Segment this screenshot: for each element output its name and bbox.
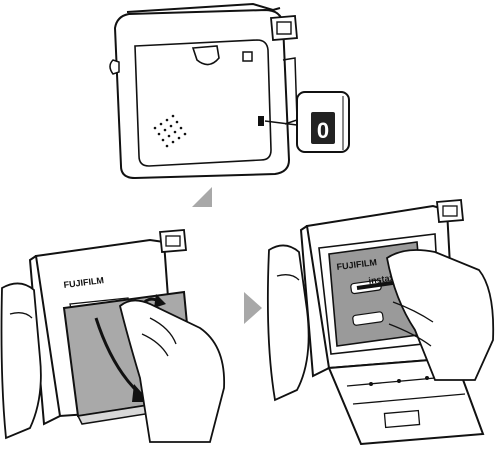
- film-counter-display: [311, 112, 335, 144]
- camera-back-panel: 0: [105, 0, 365, 185]
- insert-film-pack-panel: FUJIFILM instax: [265, 190, 495, 446]
- brand-label-right: FUJIFILM: [336, 257, 377, 272]
- film-counter-digit: 0: [317, 118, 329, 143]
- straight-arrow-icon: [356, 280, 400, 290]
- camera-back-illustration: 0: [109, 2, 350, 180]
- insert-film-illustration: FUJIFILM instax: [266, 199, 495, 446]
- triangle-right-icon: [242, 290, 264, 326]
- brand-label-left: FUJIFILM: [63, 275, 104, 290]
- triangle-down-right-icon: [188, 185, 214, 209]
- open-door-illustration: FUJIFILM: [0, 229, 225, 443]
- open-back-door-panel: FUJIFILM: [0, 218, 230, 445]
